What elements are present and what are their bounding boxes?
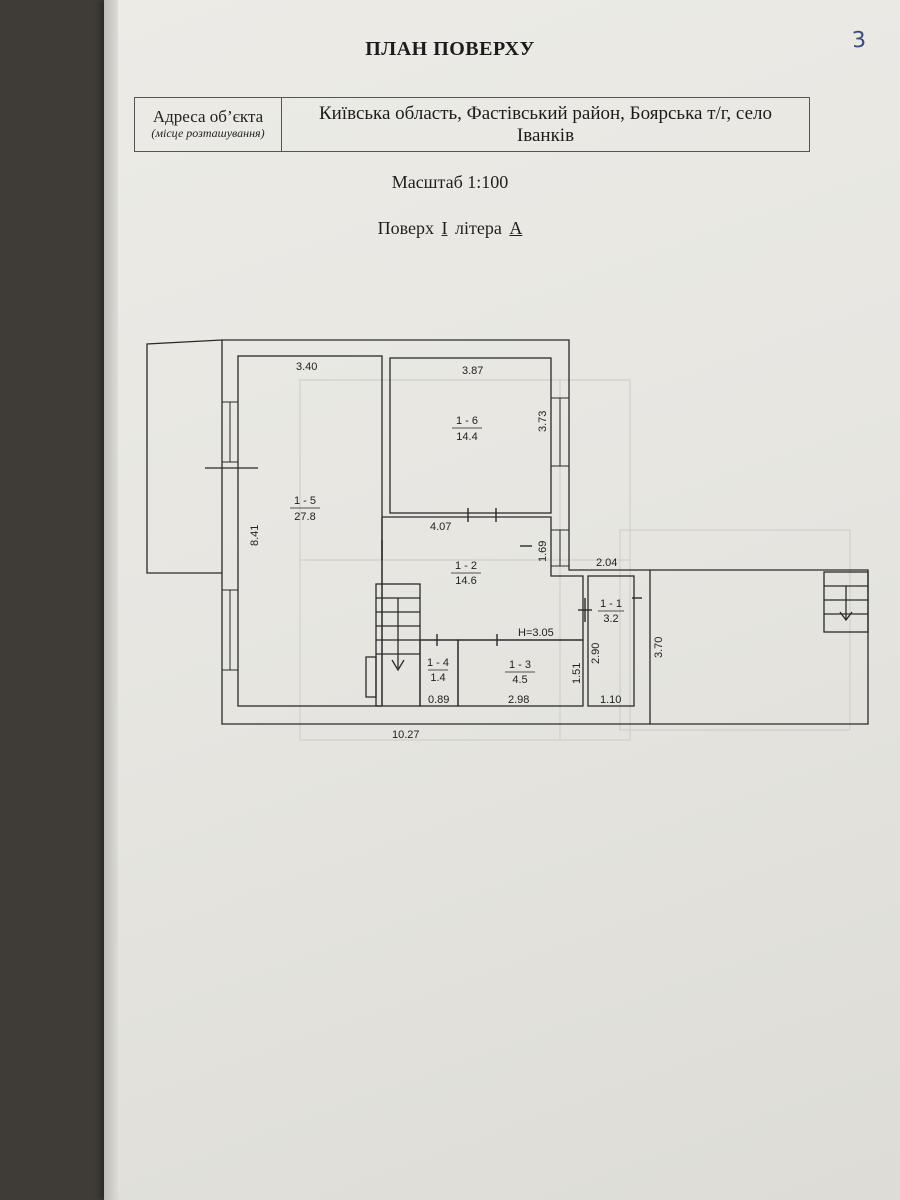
dim-room4-width: 0.89 <box>428 694 449 706</box>
room-1-5-area: 27.8 <box>294 511 315 523</box>
dim-room5-width: 3.40 <box>296 361 317 373</box>
dim-porch-width: 2.04 <box>596 557 617 569</box>
room-1-1-id: 1 - 1 <box>600 598 622 610</box>
dim-room3-width: 2.98 <box>508 694 529 706</box>
dim-room6-width: 3.87 <box>462 365 483 377</box>
address-label: Адреса об’єкта <box>152 107 264 126</box>
dim-room5-height: 8.41 <box>249 525 261 546</box>
dim-room6-height: 3.73 <box>537 411 549 432</box>
floor-middle: літера <box>455 218 502 238</box>
door-marks <box>381 508 642 646</box>
dim-total-width: 10.27 <box>392 729 420 741</box>
dim-room1-width: 1.10 <box>600 694 621 706</box>
terrace-outline <box>146 339 223 574</box>
dim-ceiling-height: H=3.05 <box>518 627 554 639</box>
room-1-1-outline <box>587 575 635 707</box>
room-1-4-id: 1 - 4 <box>427 657 449 669</box>
room-1-2-area: 14.6 <box>455 575 476 587</box>
interior-stair <box>365 583 421 707</box>
address-label-cell: Адреса об’єкта (місце розташування) <box>135 98 282 151</box>
dim-porch-height: 3.70 <box>653 637 665 658</box>
floor-letter: А <box>509 218 523 238</box>
outer-wall <box>221 339 869 725</box>
porch-steps <box>823 571 869 633</box>
scale-text: Масштаб 1:100 <box>391 172 509 192</box>
address-value: Київська область, Фастівський район, Боя… <box>318 102 773 146</box>
document-page <box>104 0 900 1200</box>
room-1-3-id: 1 - 3 <box>509 659 531 671</box>
page-binding-fold <box>104 0 118 1200</box>
room-1-3-outline <box>457 639 584 707</box>
dim-corridor-height: 1.69 <box>537 541 549 562</box>
room-1-6-id: 1 - 6 <box>456 415 478 427</box>
room-1-2-outline <box>382 516 584 641</box>
room-1-6-area: 14.4 <box>456 431 477 443</box>
room-1-5-id: 1 - 5 <box>294 495 316 507</box>
address-sublabel: (місце розташування) <box>151 126 265 140</box>
floor-number: I <box>441 218 448 238</box>
floor-prefix: Поверх <box>377 218 435 238</box>
room-1-1-area: 3.2 <box>603 613 618 625</box>
window-marks <box>221 397 570 671</box>
room-1-3-area: 4.5 <box>512 674 527 686</box>
dim-corridor-width: 4.07 <box>430 521 451 533</box>
dim-room3-height: 1.51 <box>571 663 583 684</box>
dim-room1-height: 2.90 <box>590 643 602 664</box>
address-table: Адреса об’єкта (місце розташування) Київ… <box>134 97 810 152</box>
page-title: ПЛАН ПОВЕРХУ <box>365 38 535 60</box>
room-1-2-id: 1 - 2 <box>455 560 477 572</box>
room-1-4-area: 1.4 <box>430 672 445 684</box>
floor-line: Поверх I літера А <box>0 218 900 239</box>
